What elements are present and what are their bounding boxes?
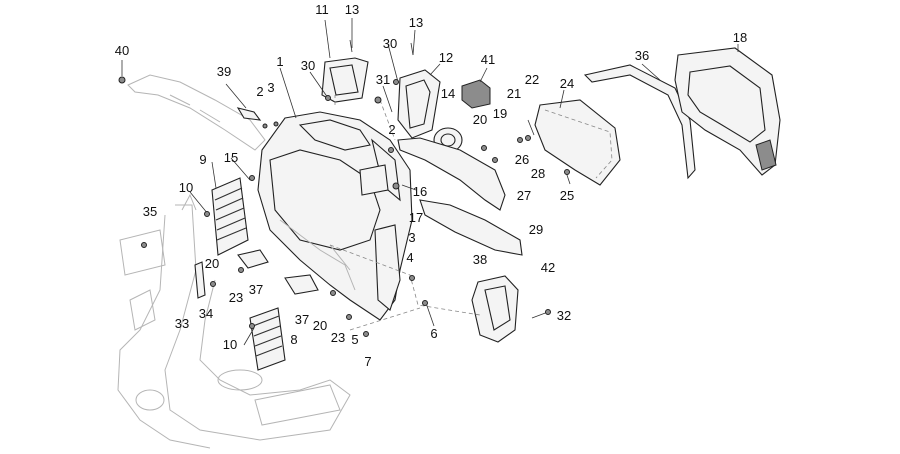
assembly-lines: [329, 95, 481, 331]
callout-24: 24: [560, 76, 574, 91]
callout-14: 14: [441, 86, 455, 101]
callout-18: 18: [733, 30, 747, 45]
callout-41: 41: [481, 52, 495, 67]
small-bracket: [236, 107, 279, 129]
callout-2a: 2: [256, 84, 263, 99]
flap-left: [237, 249, 269, 269]
glove-box-door: [321, 57, 369, 103]
rear-panel: [674, 47, 781, 176]
callout-16: 16: [413, 184, 427, 199]
callout-26: 26: [515, 152, 529, 167]
leg-shield-main: [257, 111, 413, 321]
callout-1: 1: [276, 54, 283, 69]
callout-32: 32: [557, 308, 571, 323]
callout-33: 33: [175, 316, 189, 331]
callout-15: 15: [224, 150, 238, 165]
callout-42: 42: [541, 260, 555, 275]
callout-11: 11: [315, 2, 329, 17]
callout-35: 35: [143, 204, 157, 219]
callout-4: 4: [406, 250, 413, 265]
curved-bar: [397, 137, 506, 211]
callout-7: 7: [364, 354, 371, 369]
callout-30a: 30: [301, 58, 315, 73]
callout-34: 34: [199, 306, 213, 321]
callout-8: 8: [290, 332, 297, 347]
callout-9: 9: [199, 152, 206, 167]
long-piece: [419, 199, 523, 256]
hardware-dots: [141, 39, 570, 337]
callout-27: 27: [517, 188, 531, 203]
callout-40: 40: [115, 43, 129, 58]
callout-10a: 10: [179, 180, 193, 195]
callout-36: 36: [635, 48, 649, 63]
large-plate: [534, 99, 621, 186]
callout-6: 6: [430, 326, 437, 341]
callout-5: 5: [351, 332, 358, 347]
callout-13a: 13: [345, 2, 359, 17]
callout-19: 19: [493, 106, 507, 121]
callout-13b: 13: [409, 15, 423, 30]
gasket: [583, 64, 696, 180]
callout-20c: 20: [313, 318, 327, 333]
callout-38: 38: [473, 252, 487, 267]
leader-lines: [121, 18, 739, 346]
frame-bracket: [194, 261, 206, 299]
callout-21: 21: [507, 86, 521, 101]
callout-30b: 30: [383, 36, 397, 51]
frame-ghost: [117, 193, 351, 449]
callout-31: 31: [376, 72, 390, 87]
callout-2b: 2: [388, 122, 395, 137]
callout-37b: 37: [295, 312, 309, 327]
callout-28: 28: [531, 166, 545, 181]
callout-3a: 3: [267, 80, 274, 95]
callout-37a: 37: [249, 282, 263, 297]
callout-17: 17: [409, 210, 423, 225]
flap-right: [284, 274, 319, 295]
callout-22: 22: [525, 72, 539, 87]
callout-20b: 20: [205, 256, 219, 271]
callout-10b: 10: [223, 337, 237, 352]
callout-29: 29: [529, 222, 543, 237]
box-cover: [471, 275, 519, 343]
grille-lower: [249, 307, 286, 371]
callout-23b: 23: [331, 330, 345, 345]
callout-23a: 23: [229, 290, 243, 305]
block-part: [461, 79, 491, 109]
callout-39: 39: [217, 64, 231, 79]
front-trim-bar: [118, 74, 266, 151]
callout-12: 12: [439, 50, 453, 65]
grille-upper: [211, 177, 249, 256]
callout-labels: 40 39 2 3 1 30 11 13 31 30 13 12 41 14 2…: [115, 2, 747, 369]
side-panel: [397, 69, 441, 139]
callout-3b: 3: [408, 230, 415, 245]
callout-20a: 20: [473, 112, 487, 127]
callout-25: 25: [560, 188, 574, 203]
